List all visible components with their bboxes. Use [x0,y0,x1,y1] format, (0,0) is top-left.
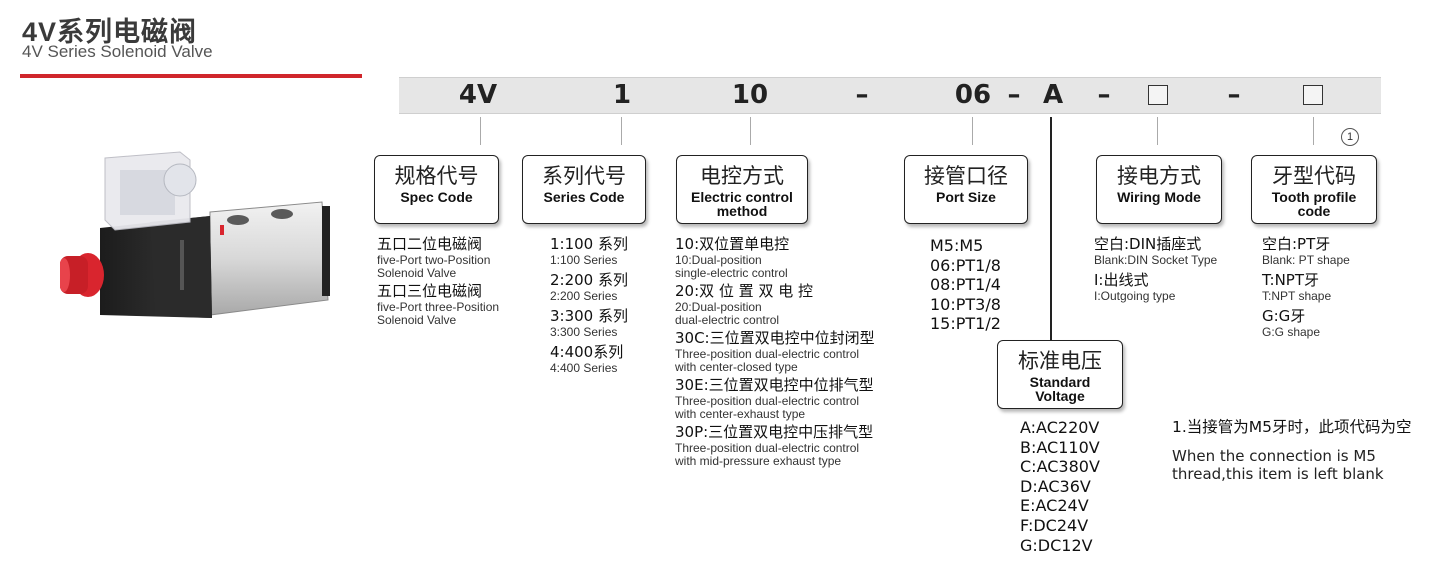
control-method-list: 10:双位置单电控 10:Dual-position single-electr… [675,235,875,468]
label-port-size: 接管口径 Port Size [904,155,1028,224]
code-segment-type: 1 [612,80,632,110]
code-segment-port: 06 [954,80,992,110]
list-item: 06:PT1/8 [930,255,1001,275]
list-item: G:DC12V [1020,535,1093,555]
title-underline [20,74,362,78]
connector-line [1313,117,1314,145]
code-segment-control: 10 [731,80,769,110]
connector-line [621,117,622,145]
list-item: 20:双 位 置 双 电 控 [675,282,813,300]
voltage-connector-line [1050,117,1052,343]
footnote: 1.当接管为M5牙时，此项代码为空 When the connection is… [1172,415,1412,483]
code-segment-series: 4V [458,80,498,110]
label-tooth-profile: 牙型代码 Tooth profile code [1251,155,1377,224]
code-dash: – [855,80,869,110]
list-item: D:AC36V [1020,476,1091,496]
list-item: 4:400系列 [550,343,624,361]
list-item: 30E:三位置双电控中位排气型 [675,376,874,394]
list-item: F:DC24V [1020,515,1089,535]
label-spec-code: 规格代号 Spec Code [374,155,499,224]
list-item: 1:100 系列 [550,235,628,253]
list-item: 10:双位置单电控 [675,235,790,253]
footnote-en-line1: When the connection is M5 [1172,447,1376,465]
list-item: 08:PT1/4 [930,275,1001,295]
note-marker: 1 [1341,128,1359,146]
list-item: 五口三位电磁阀 [377,282,483,300]
list-item: 30C:三位置双电控中位封闭型 [675,329,875,347]
code-dash: – [1007,80,1021,110]
wiring-mode-list: 空白:DIN插座式 Blank:DIN Socket Type I:出线式 I:… [1094,235,1218,303]
list-item: 10:PT3/8 [930,294,1001,314]
page-subtitle: 4V Series Solenoid Valve [22,42,213,61]
code-placeholder-tooth [1303,85,1323,105]
list-item: 空白:PT牙 [1262,235,1331,253]
label-series-code: 系列代号 Series Code [522,155,646,224]
tooth-profile-list: 空白:PT牙 Blank: PT shape T:NPT牙 T:NPT shap… [1262,235,1350,339]
footnote-en-line2: thread,this item is left blank [1172,465,1384,483]
solenoid-valve-image [60,151,330,318]
model-code-bar [399,77,1381,114]
series-code-list: 1:100 系列 1:100 Series 2:200 系列 2:200 Ser… [550,235,628,375]
spec-code-list: 五口二位电磁阀 five-Port two-Position Solenoid … [377,235,500,327]
list-item: E:AC24V [1020,496,1089,516]
list-item: A:AC220V [1020,418,1100,437]
list-item: 空白:DIN插座式 [1094,235,1202,253]
footnote-cn: 1.当接管为M5牙时，此项代码为空 [1172,418,1412,436]
connector-line [480,117,481,145]
list-item: T:NPT牙 [1262,271,1319,289]
list-item: C:AC380V [1020,457,1100,477]
voltage-list: A:AC220V B:AC110V C:AC380V D:AC36V E:AC2… [1020,418,1100,555]
list-item: I:出线式 [1094,271,1149,289]
code-dash: – [1097,80,1111,110]
list-item: 2:200 系列 [550,271,628,289]
port-size-list: M5:M5 06:PT1/8 08:PT1/4 10:PT3/8 15:PT1/… [930,236,1001,334]
code-placeholder-wiring [1148,85,1168,105]
page-title: 4V系列电磁阀 [22,17,198,47]
list-item: 15:PT1/2 [930,314,1001,334]
code-dash: – [1227,80,1241,110]
label-control-method: 电控方式 Electric control method [676,155,808,224]
label-standard-voltage: 标准电压 Standard Voltage [997,340,1123,409]
list-item: B:AC110V [1020,437,1100,457]
connector-line [1157,117,1158,145]
list-item: 3:300 系列 [550,307,628,325]
label-wiring-mode: 接电方式 Wiring Mode [1096,155,1222,224]
list-item: 30P:三位置双电控中压排气型 [675,423,874,441]
list-item: M5:M5 [930,236,984,255]
connector-line [750,117,751,145]
list-item: G:G牙 [1262,307,1306,325]
connector-line [972,117,973,145]
code-segment-voltage: A [1042,80,1064,110]
list-item: 五口二位电磁阀 [377,235,483,253]
